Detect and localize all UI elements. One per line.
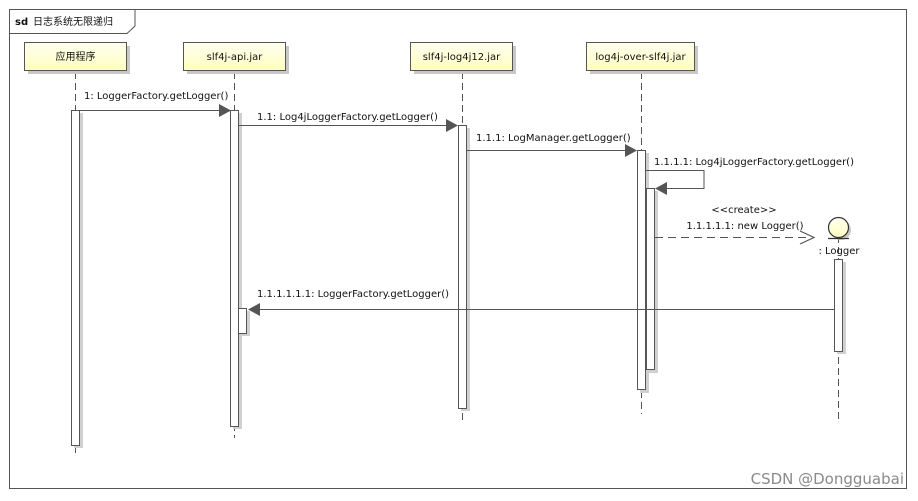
frame-tab <box>9 9 136 34</box>
diagram-frame <box>9 9 907 489</box>
message-1: 1: LoggerFactory.getLogger() <box>80 91 231 117</box>
message-1-1: 1.1: Log4jLoggerFactory.getLogger() <box>239 112 458 132</box>
message-label: 1.1: Log4jLoggerFactory.getLogger() <box>257 112 438 123</box>
message-label: 1: LoggerFactory.getLogger() <box>84 91 228 102</box>
frame-keyword: sd <box>15 17 28 28</box>
lifeline-label: slf4j-api.jar <box>207 52 264 63</box>
frame-title: 日志系统无限递归 <box>33 15 113 28</box>
activation-bars <box>71 110 846 448</box>
watermark: CSDN @Dongguabai <box>751 470 904 488</box>
lifeline-app: 应用程序 <box>24 42 130 74</box>
message-label: 1.1.1.1: Log4jLoggerFactory.getLogger() <box>654 157 854 168</box>
message-create: <<create>> 1.1.1.1.1: new Logger() <box>655 205 816 245</box>
message-label: 1.1.1.1.1: new Logger() <box>686 221 803 232</box>
lifeline-logger: : Logger <box>818 216 860 257</box>
lifeline-label: log4j-over-slf4j.jar <box>595 52 686 63</box>
lifeline-label: : Logger <box>818 246 860 257</box>
lifeline-label: slf4j-log4j12.jar <box>423 52 501 63</box>
message-label: 1.1.1: LogManager.getLogger() <box>476 133 631 144</box>
lifeline-slf4j-log4j12: slf4j-log4j12.jar <box>410 42 516 74</box>
entity-icon <box>827 216 850 239</box>
lifeline-label: 应用程序 <box>56 50 96 63</box>
message-1-1-1: 1.1.1: LogManager.getLogger() <box>467 133 637 157</box>
message-label: 1.1.1.1.1.1: LoggerFactory.getLogger() <box>257 289 449 300</box>
lifeline-slf4j-api: slf4j-api.jar <box>183 42 289 74</box>
message-1-1-1-1-1-1: 1.1.1.1.1.1: LoggerFactory.getLogger() <box>248 289 834 316</box>
create-stereotype: <<create>> <box>711 205 776 216</box>
message-1-1-1-1: 1.1.1.1: Log4jLoggerFactory.getLogger() <box>646 157 854 195</box>
lifeline-log4j-over-slf4j: log4j-over-slf4j.jar <box>586 42 698 74</box>
lifeline-lines <box>75 72 839 455</box>
